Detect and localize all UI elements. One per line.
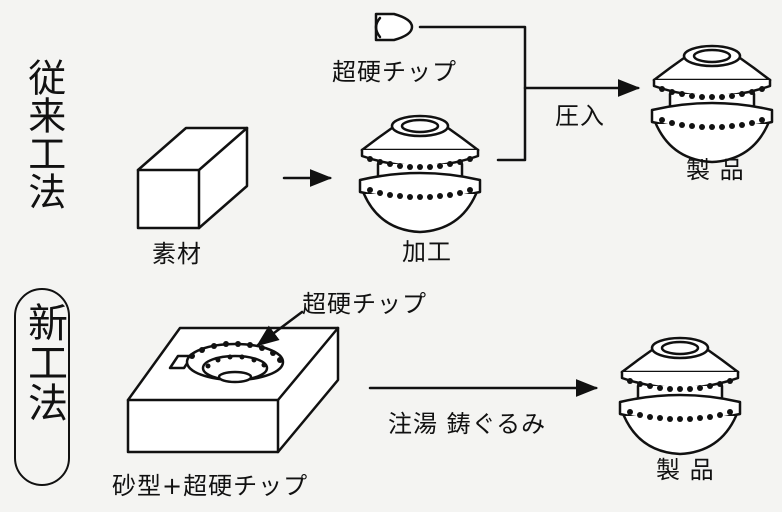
mold-label: 砂型+超硬チップ	[112, 472, 309, 500]
new-method-label: 新工法	[21, 302, 67, 422]
machined-part	[358, 114, 482, 234]
conventional-method-label: 従来工法	[21, 58, 66, 210]
carbide-tip-label: 超硬チップ	[332, 58, 457, 86]
carbide-tip-icon	[374, 12, 414, 42]
product-label-conventional: 製 品	[686, 156, 745, 184]
raw-material-block	[136, 126, 249, 230]
product-label-new: 製 品	[656, 456, 715, 484]
carbide-tip-label-new: 超硬チップ	[302, 290, 427, 318]
carbide-tip-leader	[256, 310, 304, 347]
new-method-badge: 新工法	[14, 288, 70, 486]
casting-label: 注湯 鋳ぐるみ	[388, 410, 547, 438]
raw-material-label: 素材	[152, 240, 202, 268]
sand-mold	[126, 326, 340, 454]
press-fit-label: 圧入	[555, 102, 605, 130]
machining-label: 加工	[402, 238, 452, 266]
product-new	[618, 336, 742, 456]
press-fit-bracket	[418, 25, 527, 162]
product-conventional	[650, 44, 774, 164]
